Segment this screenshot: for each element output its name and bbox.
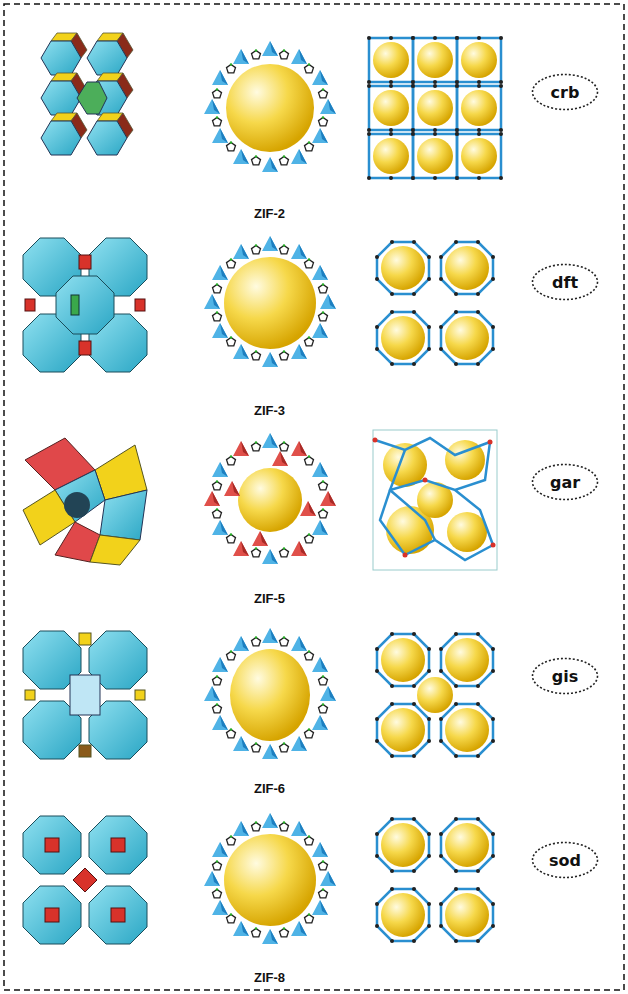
topology-code: sod	[549, 851, 581, 870]
framework-label: ZIF-6	[252, 781, 287, 796]
topology-code: dft	[552, 273, 578, 292]
topology-code: crb	[551, 83, 580, 102]
topology-code: gis	[552, 667, 578, 686]
topology-ellipse: gis	[531, 657, 599, 695]
topology-ellipse: dft	[531, 263, 599, 301]
framework-label: ZIF-3	[252, 403, 287, 418]
topology-ellipse: crb	[531, 73, 599, 111]
topology-code: gar	[550, 473, 580, 492]
framework-label: ZIF-2	[252, 206, 287, 221]
topology-ellipse: sod	[531, 841, 599, 879]
framework-label: ZIF-5	[252, 591, 287, 606]
framework-label: ZIF-8	[252, 970, 287, 985]
topology-ellipse: gar	[531, 463, 599, 501]
